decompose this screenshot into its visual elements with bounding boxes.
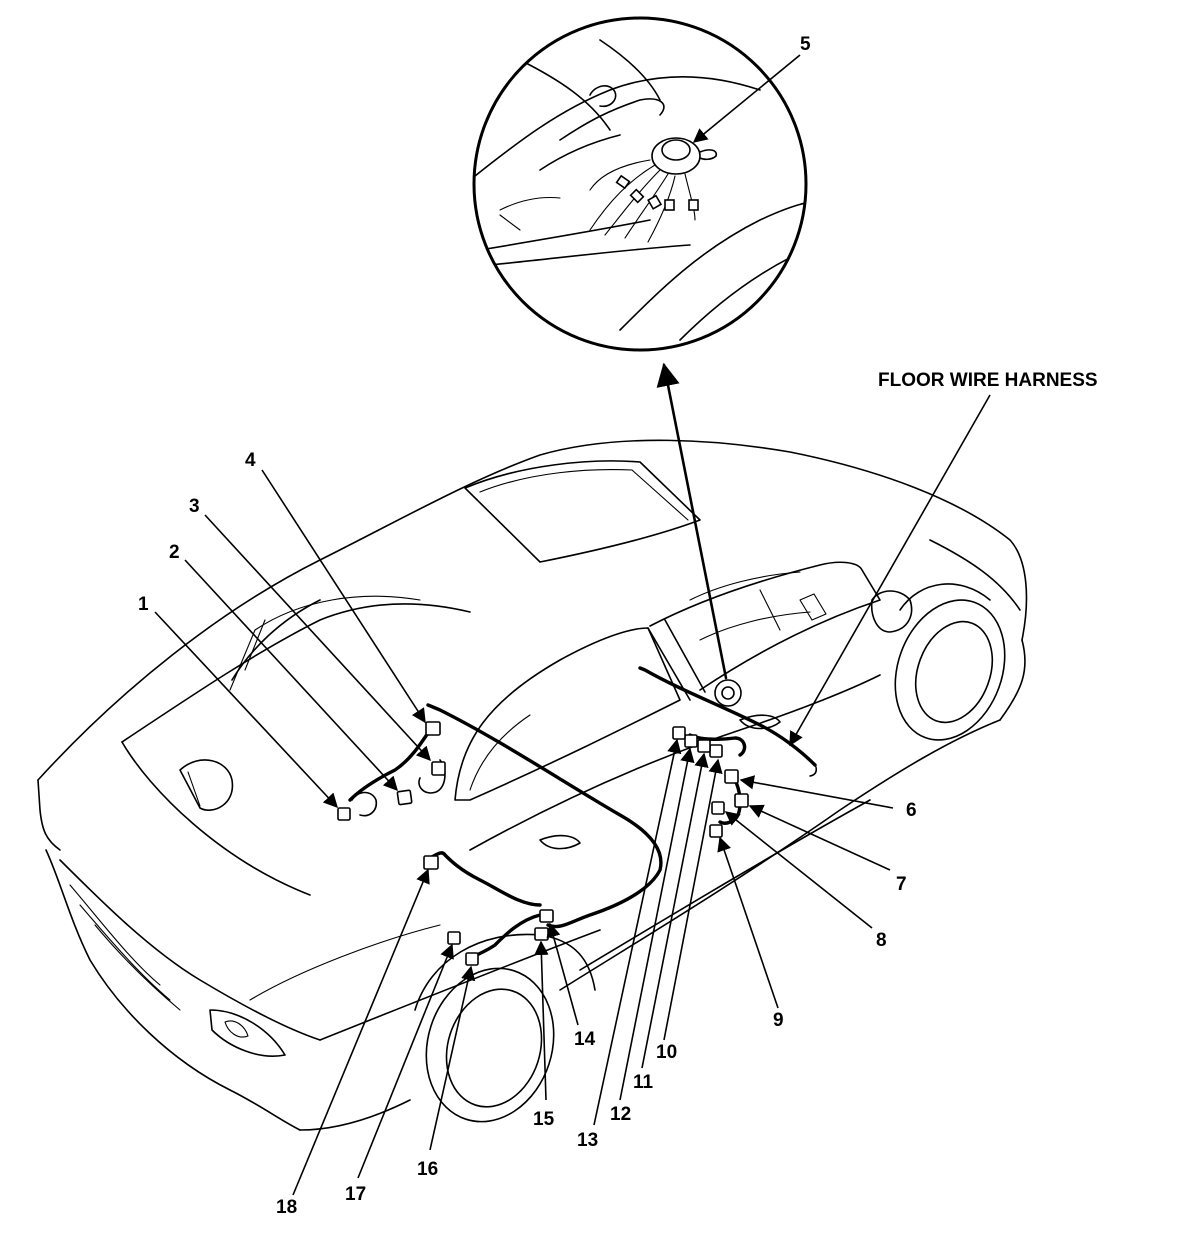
callout-5: 5: [800, 34, 811, 55]
callout-6: 6: [906, 800, 917, 821]
callout-4: 4: [245, 450, 256, 471]
callout-8: 8: [876, 930, 887, 951]
connector-2: [396, 789, 413, 806]
connector-14: [539, 909, 554, 923]
callout-9: 9: [773, 1010, 784, 1031]
callout-17: 17: [345, 1184, 366, 1205]
grommet: [714, 679, 742, 707]
connector-9: [709, 824, 723, 838]
leader-lines: [154, 54, 991, 1196]
connector-7: [734, 793, 749, 808]
connector-10: [709, 744, 723, 758]
callout-12: 12: [610, 1104, 631, 1125]
floor-wire-harness-label: FLOOR WIRE HARNESS: [878, 370, 1098, 391]
callout-1: 1: [138, 594, 149, 615]
car-body: [37, 439, 1028, 1131]
connector-6: [724, 769, 739, 784]
callout-10: 10: [656, 1042, 677, 1063]
connector-16: [465, 952, 479, 966]
callout-3: 3: [189, 496, 200, 517]
labels: FLOOR WIRE HARNESS 1 2 3 4 5 6 7 8 9 10 …: [138, 34, 1098, 1218]
connectors: [337, 679, 749, 966]
connector-8: [711, 801, 725, 815]
connector-4: [425, 721, 441, 736]
connector-18: [423, 855, 439, 870]
callout-14: 14: [574, 1029, 596, 1050]
callout-11: 11: [633, 1072, 654, 1093]
callout-13: 13: [577, 1130, 598, 1151]
connector-12: [684, 734, 698, 748]
callout-15: 15: [533, 1109, 555, 1130]
connector-15: [534, 927, 549, 941]
connector-3: [431, 761, 446, 776]
detail-view: [472, 16, 808, 352]
callout-18: 18: [276, 1197, 297, 1218]
connector-17: [447, 931, 461, 945]
callout-7: 7: [896, 874, 907, 895]
connector-1: [337, 807, 351, 821]
connector-11: [697, 739, 711, 753]
callout-16: 16: [417, 1159, 438, 1180]
connector-13: [672, 726, 686, 740]
callout-2: 2: [169, 542, 180, 563]
